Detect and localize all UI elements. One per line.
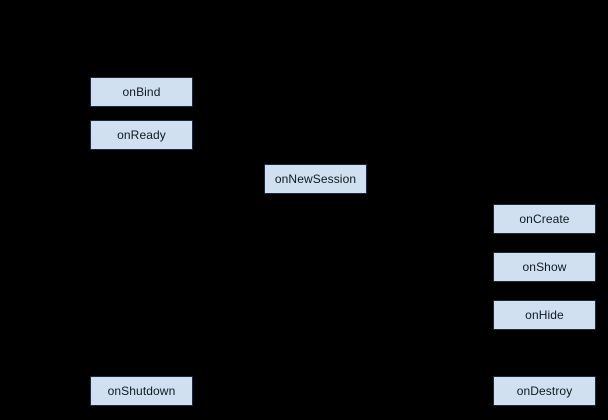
node-on-hide[interactable]: onHide: [493, 300, 596, 330]
node-on-show[interactable]: onShow: [493, 252, 596, 282]
node-on-create[interactable]: onCreate: [493, 204, 596, 234]
node-on-shutdown[interactable]: onShutdown: [90, 376, 193, 406]
node-on-destroy[interactable]: onDestroy: [493, 376, 596, 406]
node-on-ready[interactable]: onReady: [90, 120, 193, 150]
node-on-new-session[interactable]: onNewSession: [264, 164, 367, 194]
node-on-bind[interactable]: onBind: [90, 77, 193, 107]
